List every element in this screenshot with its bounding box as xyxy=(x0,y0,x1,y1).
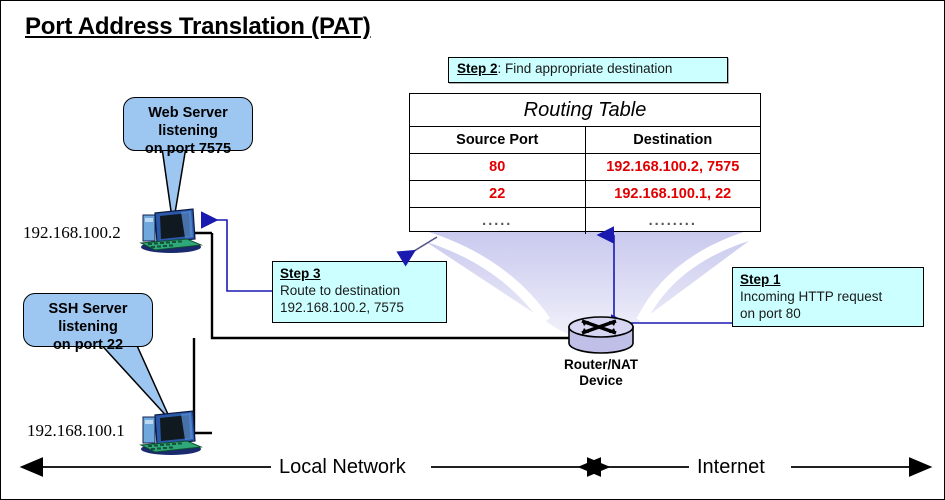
router-label: Router/NAT Device xyxy=(541,357,661,389)
ssh-server-computer-icon xyxy=(139,410,203,455)
routing-table-title: Routing Table xyxy=(410,94,760,127)
internet-label: Internet xyxy=(697,456,765,478)
cell-source-port-2: ..... xyxy=(410,207,586,234)
cell-source-port-0: 80 xyxy=(410,153,586,181)
step-1-line-1: Incoming HTTP request xyxy=(740,288,883,304)
cell-destination-2: ........ xyxy=(648,213,697,229)
page-title: Port Address Translation (PAT) xyxy=(25,13,371,40)
step-2-label: Step 2 xyxy=(457,61,498,76)
web-server-line-2: listening xyxy=(158,123,218,140)
cell-source-port-1: 22 xyxy=(410,180,586,208)
web-server-line-3: on port 7575 xyxy=(144,141,232,158)
local-network-label: Local Network xyxy=(279,456,406,478)
column-header-destination: Destination xyxy=(585,126,760,154)
step-1-label: Step 1 xyxy=(740,272,781,287)
routing-table: Routing Table Source Port Destination 80… xyxy=(409,93,761,234)
step-2-box: Step 2: Find appropriate destination xyxy=(448,57,728,83)
step-3-label: Step 3 xyxy=(280,266,321,281)
step-1-box: Step 1 Incoming HTTP request on port 80 xyxy=(732,267,924,327)
table-row: 80 192.168.100.2, 7575 xyxy=(410,153,760,181)
table-title-row: Routing Table xyxy=(410,94,760,127)
ssh-server-line-2: listening xyxy=(58,319,118,336)
web-host-ip-label: 192.168.100.2 xyxy=(23,223,121,242)
web-server-computer-icon xyxy=(139,208,203,253)
step-3-box: Step 3 Route to destination 192.168.100.… xyxy=(272,261,447,323)
ssh-host-ip-label: 192.168.100.1 xyxy=(27,421,125,440)
step3-to-webhost-connector xyxy=(201,211,272,292)
step-3-line-2: 192.168.100.2, 7575 xyxy=(280,299,404,315)
table-to-step3-connector xyxy=(396,236,438,267)
table-row: 22 192.168.100.1, 22 xyxy=(410,180,760,208)
router-label-line-1: Router/NAT xyxy=(564,357,638,372)
web-server-line-1: Web Server xyxy=(148,105,228,121)
step-1-line-2: on port 80 xyxy=(740,305,801,321)
ssh-server-line-1: SSH Server xyxy=(48,301,128,317)
step-3-line-1: Route to destination xyxy=(280,282,401,298)
router-icon xyxy=(568,316,634,354)
column-header-source-port: Source Port xyxy=(410,126,586,154)
web-server-callout: Web Server listening on port 7575 xyxy=(123,97,253,157)
table-header-row: Source Port Destination xyxy=(410,126,760,154)
cell-destination-1: 192.168.100.1, 22 xyxy=(585,180,760,208)
cell-destination-0: 192.168.100.2, 7575 xyxy=(585,153,760,181)
ssh-server-line-3: on port 22 xyxy=(52,337,124,354)
ssh-server-callout: SSH Server listening on port 22 xyxy=(23,293,153,353)
router-label-line-2: Device xyxy=(579,373,623,389)
table-row: ..... ........ xyxy=(410,207,760,234)
step-2-separator: : xyxy=(497,61,502,76)
step-2-text: Find appropriate destination xyxy=(501,61,673,76)
